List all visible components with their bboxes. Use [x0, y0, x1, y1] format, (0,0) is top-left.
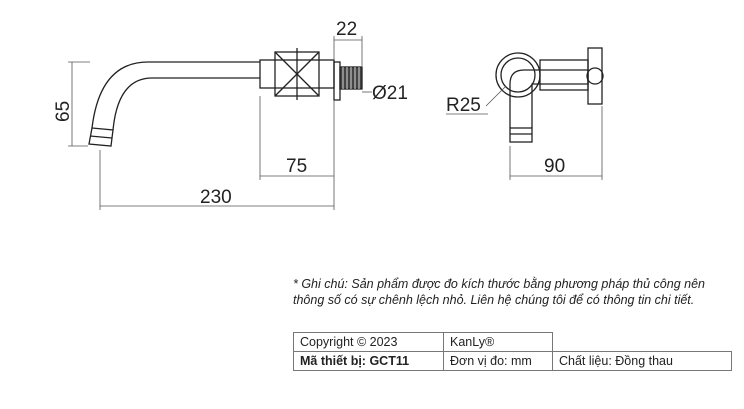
dim-flange-width: 22	[336, 19, 357, 40]
side-handle-body	[539, 59, 589, 91]
side-spout	[509, 69, 589, 128]
threaded-stem	[339, 66, 363, 90]
side-dimension-lines	[446, 85, 603, 180]
empty-cell	[552, 332, 731, 352]
dim-thread-diameter: Ø21	[372, 83, 408, 104]
spout-inner	[112, 77, 260, 131]
side-aerator	[509, 127, 533, 143]
aerator-tip	[88, 127, 114, 147]
dim-total-length: 230	[200, 187, 232, 208]
copyright-cell: Copyright © 2023	[293, 332, 444, 352]
dim-handle-to-wall: 75	[286, 156, 307, 177]
dim-side-depth: 90	[544, 156, 565, 177]
material-cell: Chất liệu: Đồng thau	[552, 351, 732, 371]
dim-radius: R25	[446, 95, 481, 116]
side-view	[495, 47, 604, 143]
model-cell: Mã thiết bị: GCT11	[293, 351, 444, 371]
unit-cell: Đơn vị đo: mm	[443, 351, 553, 371]
front-view	[88, 48, 363, 147]
disclaimer-note: * Ghi chú: Sản phẩm được đo kích thước b…	[293, 277, 705, 307]
wall-flange	[333, 61, 341, 101]
dim-spout-height: 65	[53, 101, 74, 122]
info-table: Copyright © 2023 KanLy® Mã thiết bị: GCT…	[293, 332, 732, 371]
spout-outer	[91, 61, 260, 129]
front-dimension-lines	[68, 36, 372, 210]
flange-circle	[495, 52, 541, 98]
brand-cell: KanLy®	[443, 332, 553, 352]
side-cross-handle	[587, 47, 603, 105]
